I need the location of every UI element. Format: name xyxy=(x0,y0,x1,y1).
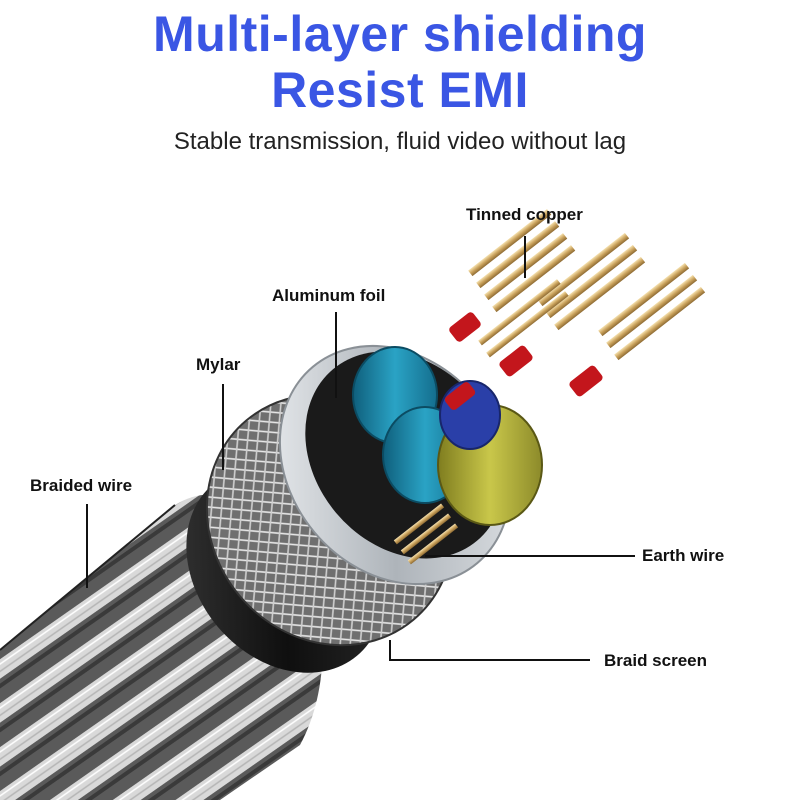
label-braid-screen: Braid screen xyxy=(604,651,707,670)
label-mylar: Mylar xyxy=(196,355,241,374)
label-braided-wire: Braided wire xyxy=(30,476,133,495)
leader-braid-screen xyxy=(389,640,590,661)
page-subtitle: Stable transmission, fluid video without… xyxy=(173,128,627,155)
label-earth-wire: Earth wire xyxy=(642,546,725,565)
label-tinned-copper: Tinned copper xyxy=(466,205,583,224)
label-aluminum-foil: Aluminum foil xyxy=(272,286,386,305)
signal-cores xyxy=(352,346,543,526)
page-title-line-1: Multi-layer shielding xyxy=(153,6,647,62)
conductor-wires xyxy=(393,209,706,565)
callout-leader-lines xyxy=(86,236,635,661)
page-title-line-2: Resist EMI xyxy=(271,62,529,118)
